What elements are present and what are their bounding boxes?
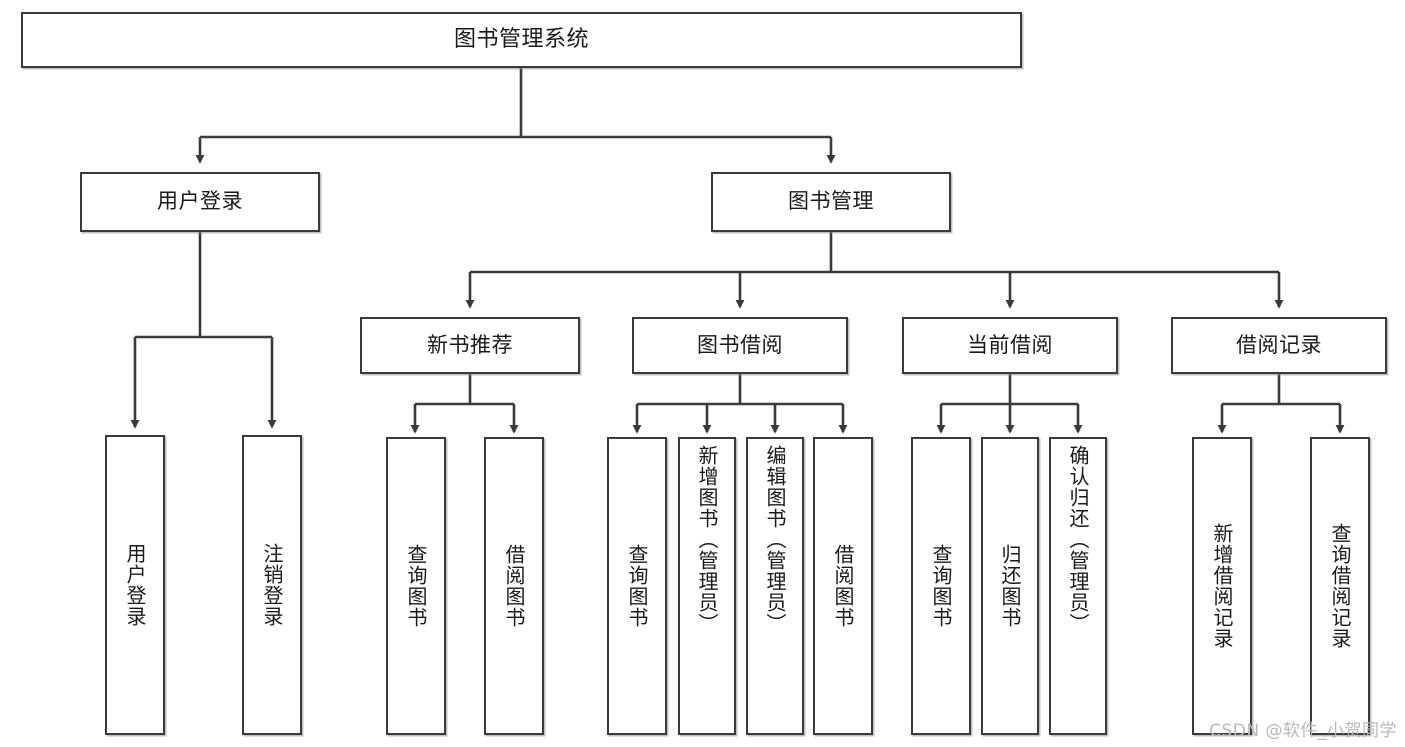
leaf-newbook-query-book[interactable]: 查询图书 <box>386 437 446 735</box>
node-label: 查询图书 <box>625 544 649 628</box>
node-borrow-record[interactable]: 借阅记录 <box>1171 317 1387 374</box>
leaf-borrow-add-book-admin[interactable]: 新增图书（管理员） <box>678 437 736 735</box>
node-label: 查询借阅记录 <box>1328 523 1352 649</box>
node-label: 图书管理系统 <box>453 26 589 52</box>
node-label: 用户登录 <box>123 543 147 627</box>
csdn-watermark: CSDN @软件_小贺同学 <box>1209 721 1397 741</box>
node-label: 借阅记录 <box>1236 332 1322 357</box>
node-book-management[interactable]: 图书管理 <box>711 172 951 232</box>
node-label: 编辑图书（管理员） <box>763 445 787 634</box>
node-label: 图书管理 <box>788 189 874 214</box>
node-label: 查询图书 <box>404 544 428 628</box>
node-label: 确认归还（管理员） <box>1066 445 1090 634</box>
leaf-current-query-book[interactable]: 查询图书 <box>911 437 971 735</box>
leaf-current-confirm-return-admin[interactable]: 确认归还（管理员） <box>1049 437 1107 735</box>
node-user-login[interactable]: 用户登录 <box>80 172 320 232</box>
node-label: 注销登录 <box>260 543 284 627</box>
node-label: 新增借阅记录 <box>1210 523 1234 649</box>
node-label: 用户登录 <box>157 189 243 214</box>
node-label: 借阅图书 <box>831 544 855 628</box>
node-label: 新增图书（管理员） <box>695 445 719 634</box>
node-book-borrow[interactable]: 图书借阅 <box>632 317 848 374</box>
node-label: 归还图书 <box>998 544 1022 628</box>
node-label: 借阅图书 <box>502 544 526 628</box>
node-root-system[interactable]: 图书管理系统 <box>21 12 1022 68</box>
leaf-record-add-record[interactable]: 新增借阅记录 <box>1192 437 1252 735</box>
leaf-borrow-query-book[interactable]: 查询图书 <box>607 437 667 735</box>
node-label: 新书推荐 <box>427 332 513 357</box>
leaf-borrow-borrow-book[interactable]: 借阅图书 <box>813 437 873 735</box>
node-label: 当前借阅 <box>967 332 1053 357</box>
leaf-user-login-logout[interactable]: 注销登录 <box>242 435 302 735</box>
node-new-book-recommend[interactable]: 新书推荐 <box>360 317 580 374</box>
leaf-newbook-borrow-book[interactable]: 借阅图书 <box>484 437 544 735</box>
node-label: 图书借阅 <box>697 332 783 357</box>
leaf-current-return-book[interactable]: 归还图书 <box>981 437 1039 735</box>
node-label: 查询图书 <box>929 544 953 628</box>
leaf-record-query-record[interactable]: 查询借阅记录 <box>1310 437 1370 735</box>
leaf-borrow-edit-book-admin[interactable]: 编辑图书（管理员） <box>746 437 804 735</box>
node-current-borrow[interactable]: 当前借阅 <box>902 317 1118 374</box>
leaf-user-login-login[interactable]: 用户登录 <box>105 435 165 735</box>
